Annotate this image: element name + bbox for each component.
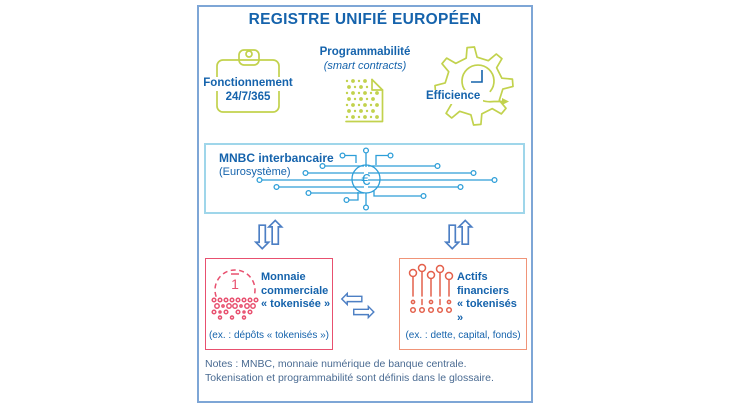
left-arrow-icon: ⇦ [340, 281, 365, 315]
efficiency-label: Efficience [423, 90, 484, 104]
tokenized-money-example: (ex. : dépôts « tokenisés ») [208, 330, 330, 341]
page-title: REGISTRE UNIFIÉ EUROPÉEN [248, 11, 482, 28]
availability-line1: Fonctionnement [200, 77, 296, 91]
programmability-label: Programmabilité (smart contracts) [304, 46, 426, 73]
up-arrow-icon: ⇧ [451, 214, 480, 254]
gear-icon [434, 46, 514, 126]
notes-line1: Notes : MNBC, monnaie numérique de banqu… [205, 358, 467, 370]
tokenized-assets-example: (ex. : dette, capital, fonds) [405, 330, 521, 341]
document-dots [345, 79, 379, 119]
up-arrow-icon: ⇧ [261, 214, 290, 254]
tokenized-money-line1: Monnaie [261, 271, 306, 283]
tokenized-assets-title: Actifs financiers « tokenisés » [457, 271, 526, 325]
asset-network-icon [408, 263, 454, 314]
tokenized-assets-line2: financiers [457, 284, 509, 297]
tokenized-assets-box: Actifs financiers « tokenisés » (ex. : d… [399, 258, 527, 350]
tokenized-assets-line3: « tokenisés » [457, 298, 517, 324]
availability-line2: 24/7/365 [222, 90, 274, 104]
coin-dissolving-icon: 1 [211, 269, 259, 320]
euro-circuit-icon: € [256, 147, 498, 211]
coin-value: 1 [231, 276, 239, 292]
tokenized-assets-line1: Actifs [457, 271, 488, 283]
vertical-exchange-icon-left: ⇩ ⇧ [248, 217, 294, 259]
document-dots-icon [345, 78, 384, 123]
euro-symbol: € [362, 172, 371, 189]
horizontal-exchange-icon: ⇦ ⇨ [340, 281, 398, 326]
coin-dots [211, 297, 259, 320]
central-box-title: MNBC interbancaire [219, 151, 334, 165]
tokenized-money-line2: commerciale [261, 284, 329, 297]
availability-label: Fonctionnement 24/7/365 [193, 77, 303, 104]
down-arrow-icon: ⇩ [438, 218, 467, 258]
notes-line2: Tokenisation et programmabilité sont déf… [205, 371, 494, 384]
programmability-title: Programmabilité [319, 46, 411, 58]
tokenized-money-title: Monnaie commerciale « tokenisée » [261, 271, 330, 312]
arrow-head [502, 98, 509, 105]
tokenized-money-line3: « tokenisée » [261, 298, 331, 310]
programmability-subtitle: (smart contracts) [323, 59, 407, 72]
clock-hands-icon [471, 70, 483, 83]
right-arrow-icon: ⇨ [352, 294, 377, 328]
central-box-subtitle: (Eurosystème) [219, 166, 291, 178]
down-arrow-icon: ⇩ [248, 218, 277, 258]
vertical-exchange-icon-right: ⇩ ⇧ [438, 217, 484, 259]
tokenized-money-box: Monnaie commerciale « tokenisée » (ex. :… [205, 258, 333, 350]
notes: Notes : MNBC, monnaie numérique de banqu… [205, 358, 530, 385]
